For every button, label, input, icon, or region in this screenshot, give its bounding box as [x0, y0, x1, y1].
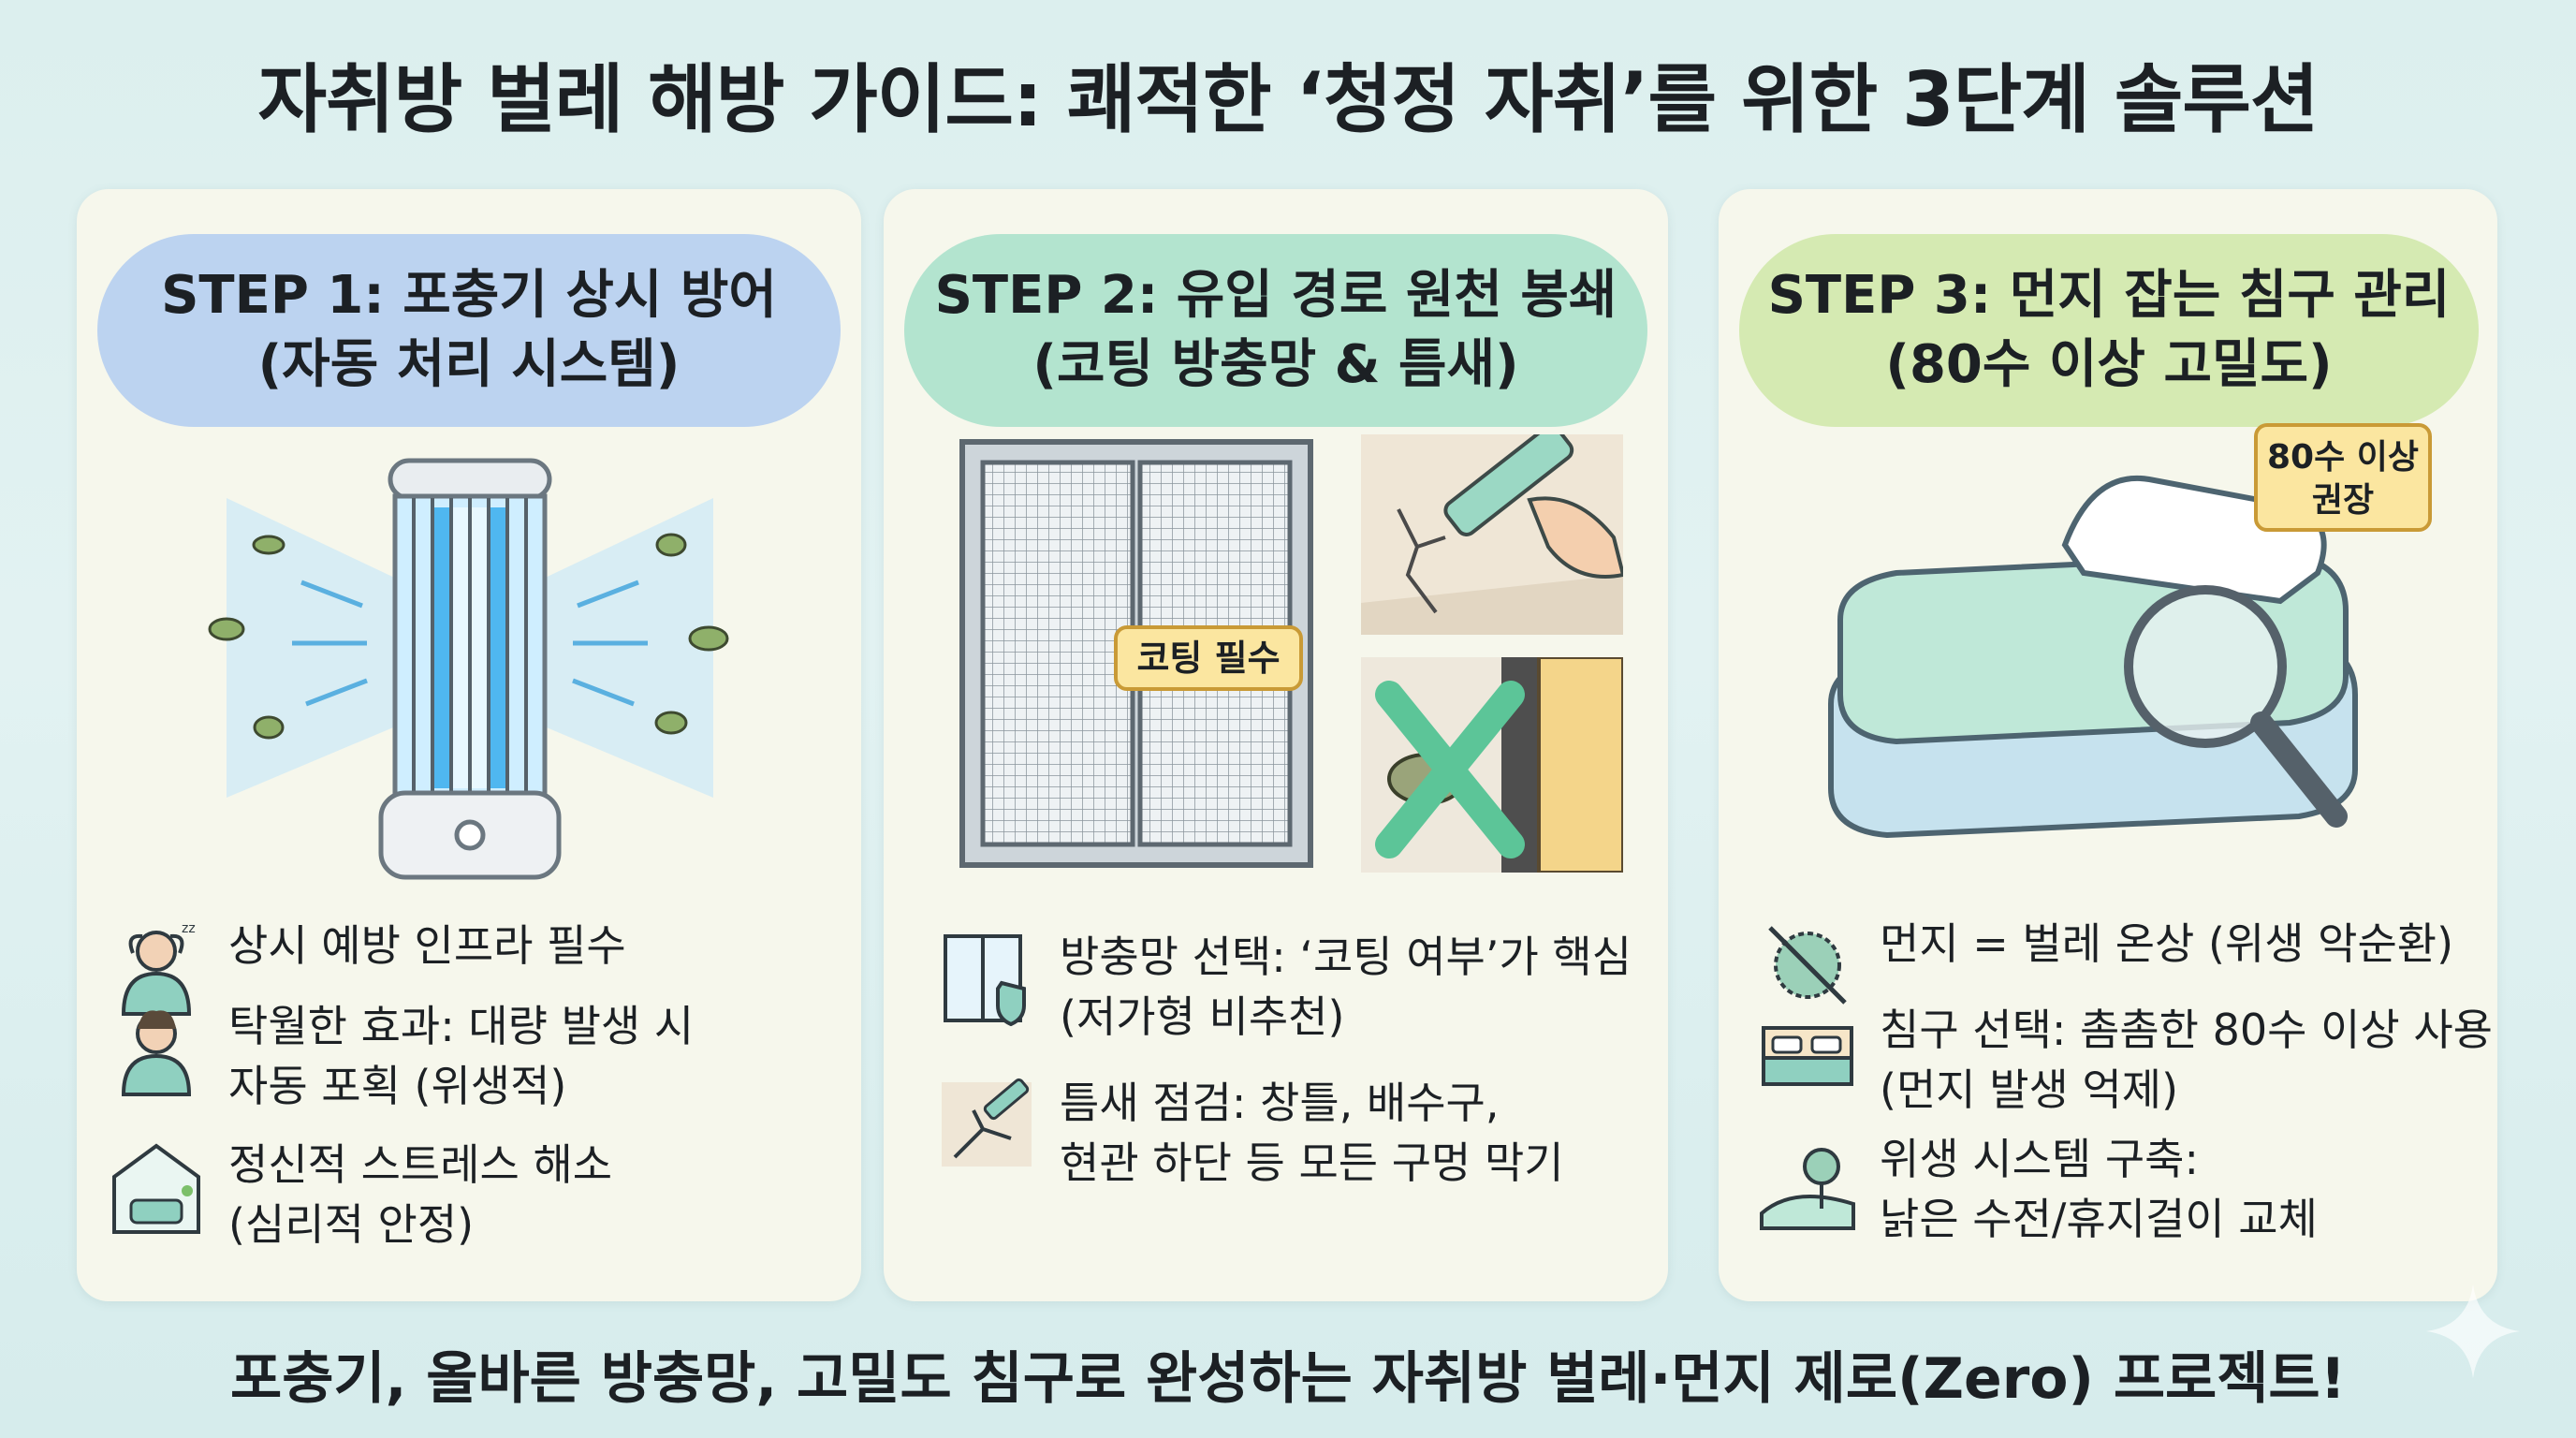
blocked-door-gap-illustration: [1361, 657, 1623, 873]
step-2-subtitle: (코팅 방충망 & 틈새): [1032, 334, 1519, 395]
step-2-title: STEP 2: 유입 경로 원천 봉쇄: [934, 265, 1617, 326]
item-text-line: 정신적 스트레스 해소: [228, 1139, 613, 1190]
folded-bedding-illustration: [1828, 475, 2358, 839]
step-1-header: STEP 1: 포충기 상시 방어 (자동 처리 시스템): [97, 234, 841, 427]
item-text-line: 상시 예방 인프라 필수: [228, 920, 626, 971]
step-3-panel: STEP 3: 먼지 잡는 침구 관리 (80수 이상 고밀도) 80수 이상 …: [1719, 189, 2497, 1301]
step-2-item-2: 틈새 점검: 창틀, 배수구, 현관 하단 등 모든 구멍 막기: [936, 1073, 1564, 1193]
no-dust-icon: [1768, 926, 1847, 1005]
tag-line-2: 권장: [2311, 481, 2375, 520]
item-text-line: 위생 시스템 구축:: [1880, 1134, 2199, 1184]
step-1-item-3: 정신적 스트레스 해소 (심리적 안정): [105, 1135, 612, 1255]
item-text-line: 틈새 점검: 창틀, 배수구,: [1060, 1078, 1500, 1128]
caulk-gap-icon: [942, 1078, 1032, 1167]
step-1-panel: STEP 1: 포충기 상시 방어 (자동 처리 시스템): [77, 189, 861, 1301]
step-3-item-1: 먼지 = 벌레 온상 (위생 악순환): [1756, 914, 2453, 1017]
bug-zapper-illustration: [208, 458, 729, 880]
step-1-subtitle: (자동 처리 시스템): [257, 334, 681, 395]
item-text-line: 침구 선택: 촘촘한 80수 이상 사용: [1880, 1005, 2493, 1055]
item-text-line: 방충망 선택: ‘코팅 여부’가 핵심: [1060, 932, 1632, 982]
step-2-item-1: 방충망 선택: ‘코팅 여부’가 핵심 (저가형 비추천): [936, 927, 1632, 1047]
step-1-item-1: zz 상시 예방 인프라 필수: [105, 916, 626, 1019]
step-3-item-3: 위생 시스템 구축: 낡은 수전/휴지걸이 교체: [1756, 1129, 2318, 1249]
step-3-title: STEP 3: 먼지 잡는 침구 관리: [1767, 265, 2451, 326]
item-text-line: 탁월한 효과: 대량 발생 시: [228, 1001, 695, 1051]
happy-person-icon: [121, 1010, 192, 1096]
step-2-panel: STEP 2: 유입 경로 원천 봉쇄 (코팅 방충망 & 틈새) 코팅 필수: [884, 189, 1668, 1301]
item-text-line: (저가형 비추천): [1060, 991, 1345, 1042]
sparkle-icon: [2426, 1284, 2520, 1378]
item-text-line: 낡은 수전/휴지걸이 교체: [1880, 1194, 2318, 1244]
item-text-line: (심리적 안정): [228, 1199, 475, 1250]
step-3-subtitle: (80수 이상 고밀도): [1885, 334, 2333, 395]
svg-text:zz: zz: [182, 921, 196, 936]
item-text-line: 먼지 = 벌레 온상 (위생 악순환): [1880, 918, 2454, 969]
cozy-room-icon: [112, 1143, 200, 1234]
step-1-title: STEP 1: 포충기 상시 방어: [161, 265, 777, 326]
bed-icon: [1762, 1026, 1853, 1086]
step-2-header: STEP 2: 유입 경로 원천 봉쇄 (코팅 방충망 & 틈새): [904, 234, 1647, 427]
step-3-item-2: 침구 선택: 촘촘한 80수 이상 사용 (먼지 발생 억제): [1756, 1000, 2493, 1120]
recommendation-tag: 80수 이상 권장: [2254, 423, 2432, 532]
caulking-crack-illustration: [1361, 434, 1623, 635]
item-text-line: (먼지 발생 억제): [1880, 1064, 2179, 1115]
item-text-line: 현관 하단 등 모든 구멍 막기: [1060, 1137, 1564, 1188]
tag-line-1: 80수 이상: [2267, 438, 2419, 477]
item-text-line: 자동 포획 (위생적): [228, 1061, 567, 1111]
page-title: 자취방 벌레 해방 가이드: 쾌적한 ‘청정 자취’를 위한 3단계 솔루션: [257, 56, 2319, 143]
relaxed-person-icon: zz: [121, 921, 196, 1016]
coating-required-badge: 코팅 필수: [1114, 625, 1303, 691]
footer-slogan: 포충기, 올바른 방충망, 고밀도 침구로 완성하는 자취방 벌레·먼지 제로(…: [230, 1346, 2346, 1412]
step-3-header: STEP 3: 먼지 잡는 침구 관리 (80수 이상 고밀도): [1739, 234, 2479, 427]
window-shield-icon: [944, 934, 1026, 1027]
step-1-item-2: 탁월한 효과: 대량 발생 시 자동 포획 (위생적): [105, 996, 694, 1116]
clean-nature-icon: [1760, 1148, 1855, 1230]
